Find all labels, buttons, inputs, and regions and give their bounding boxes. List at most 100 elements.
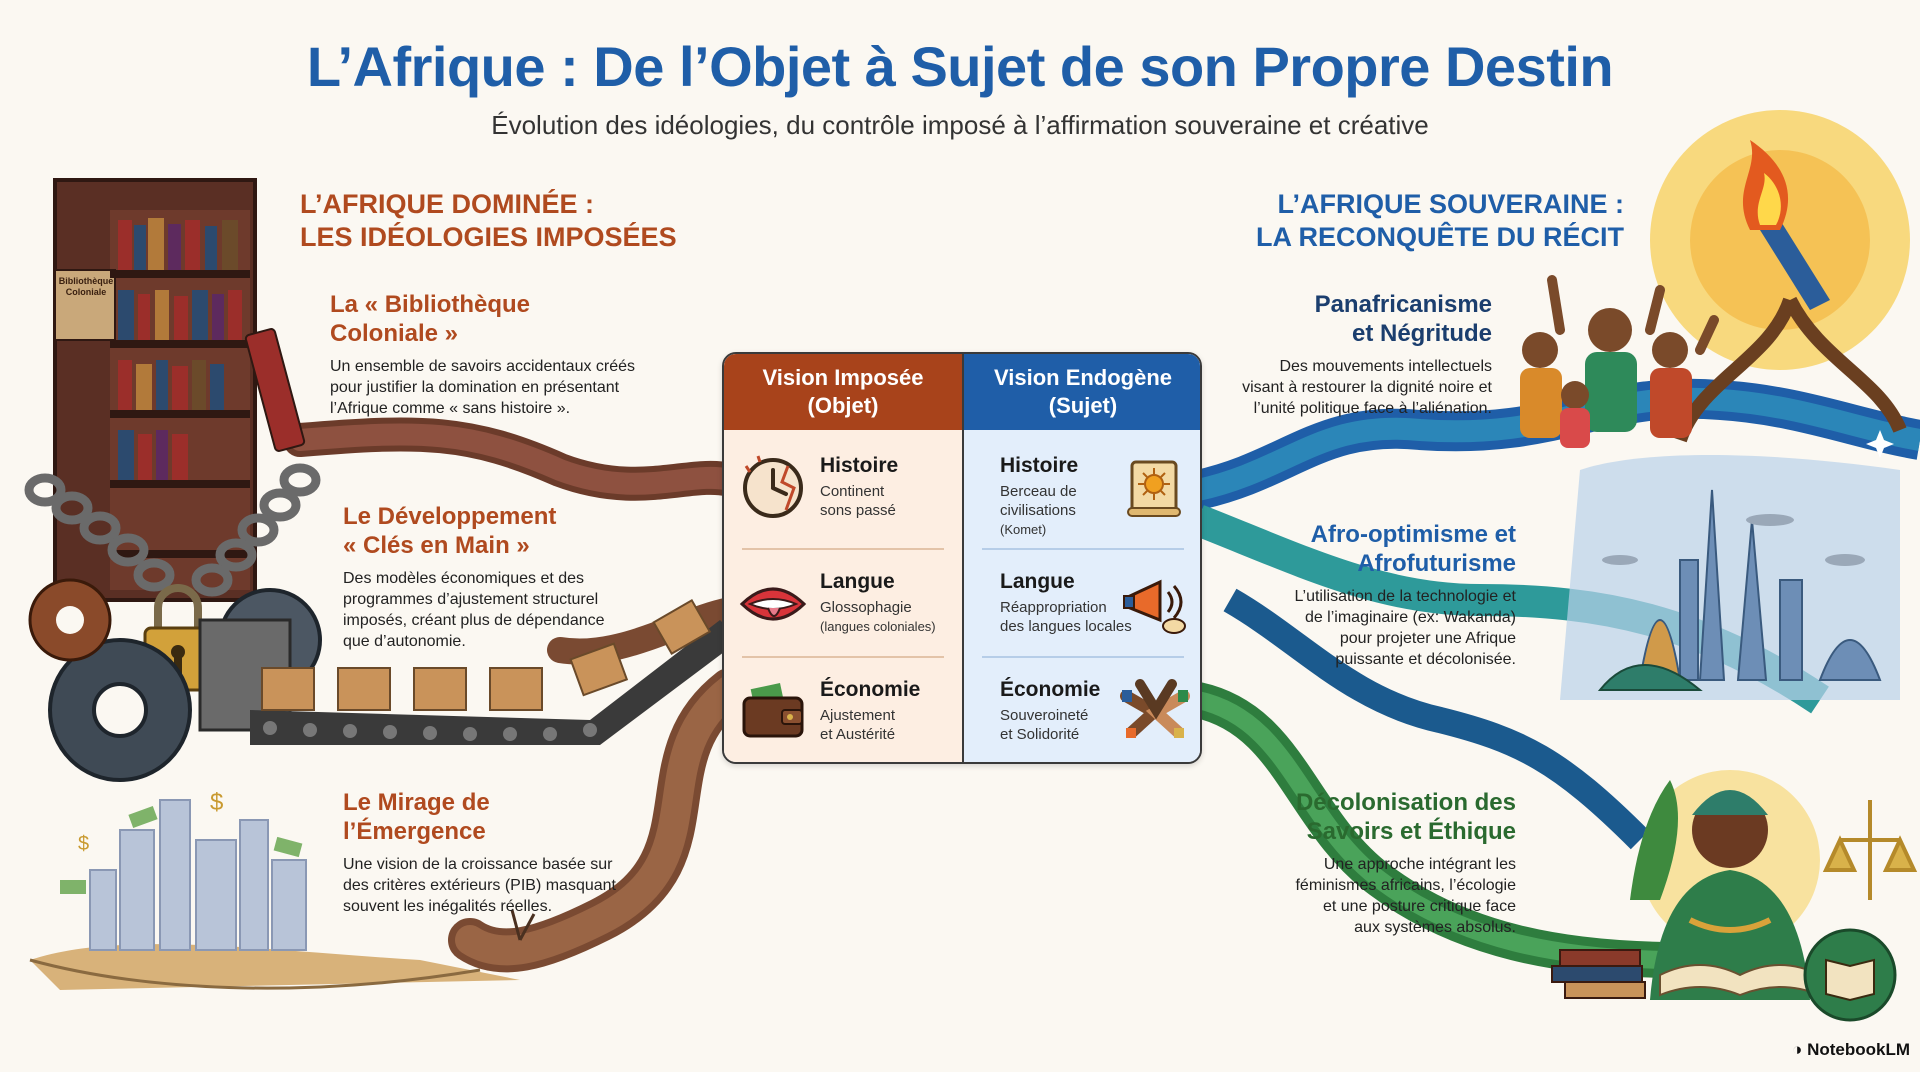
item-body-line: l’Afrique comme « sans histoire ». <box>330 400 571 417</box>
right-section-heading: L’AFRIQUE SOUVERAINE : LA RECONQUÊTE DU … <box>1256 188 1624 254</box>
notebooklm-logo-icon: ◑ <box>1792 1040 1808 1059</box>
mouth-icon <box>739 587 807 621</box>
empty-wallet-icon <box>742 683 804 738</box>
row-body-line: Réappropriation <box>1000 599 1107 616</box>
row-title: Langue <box>1000 570 1075 593</box>
row-title: Langue <box>820 570 895 593</box>
row-title: Histoire <box>820 454 899 477</box>
left-heading-line2: LES IDÉOLOGIES IMPOSÉES <box>300 222 677 252</box>
item-body-line: L’utilisation de la technologie et <box>1294 588 1517 605</box>
imposed-row-language: Langue Glossophagie (langues coloniales) <box>724 550 962 658</box>
endogenous-vision-header: Vision Endogène (Sujet) <box>964 354 1200 430</box>
row-body-line: et Solidorité <box>1000 726 1080 743</box>
endogenous-vision-column: Vision Endogène (Sujet) Histoire Berceau… <box>962 354 1200 762</box>
item-body-line: Une vision de la croissance basée sur <box>343 856 613 873</box>
item-title-line2: l’Émergence <box>343 818 486 845</box>
page-subtitle: Évolution des idéologies, du contrôle im… <box>491 110 1429 140</box>
item-title-line1: Panafricanisme <box>1314 291 1492 318</box>
header-line1: Vision Imposée <box>762 365 924 390</box>
conveyor-belt <box>198 599 740 745</box>
item-body-line: des critères extérieurs (PIB) masquant <box>343 877 616 894</box>
item-title-line1: Décolonisation des <box>1295 789 1516 816</box>
row-title: Économie <box>1000 678 1101 701</box>
row-body-line: et Austérité <box>820 726 896 743</box>
imposed-vision-column: Vision Imposée (Objet) Histoire Continen… <box>724 354 962 762</box>
item-body-line: et une posture critique face <box>1322 898 1516 915</box>
row-body-line: (Komet) <box>1000 522 1047 537</box>
item-body-line: que d’autonomie. <box>343 633 466 650</box>
item-title-line1: Le Développement <box>343 503 557 530</box>
row-body-line: Continent <box>820 483 885 500</box>
row-divider <box>742 548 944 550</box>
endogenous-row-history: Histoire Berceau de civilisations (Komet… <box>964 434 1200 542</box>
notebooklm-brand: ◑ NotebookLM <box>1792 1040 1910 1060</box>
item-title-line2: Savoirs et Éthique <box>1306 818 1516 845</box>
item-title-line1: Le Mirage de <box>343 789 490 816</box>
row-body-line: Glossophagie <box>820 599 912 616</box>
row-title: Histoire <box>1000 454 1079 477</box>
item-body-line: l’unité politique face à l’aliénation. <box>1253 400 1492 417</box>
item-title-line2: Afrofuturisme <box>1357 550 1516 577</box>
item-body-line: féminismes africains, l’écologie <box>1295 877 1516 894</box>
row-title: Économie <box>820 678 921 701</box>
broken-clock-icon <box>743 455 803 518</box>
left-section-heading: L’AFRIQUE DOMINÉE : LES IDÉOLOGIES IMPOS… <box>300 188 677 254</box>
megaphone-icon <box>1123 579 1186 634</box>
svg-text:$: $ <box>78 833 89 855</box>
item-body-line: visant à restourer la dignité noire et <box>1242 379 1492 396</box>
item-title-line2: et Négritude <box>1351 320 1492 347</box>
left-brown-streams <box>283 417 752 973</box>
item-body-line: Des modèles économiques et des <box>343 570 585 587</box>
item-turnkey-development: Le Développement« Clés en Main » Des mod… <box>343 502 673 652</box>
item-body-line: pour justifier la domination en présenta… <box>330 379 620 396</box>
imposed-row-economy: Économie Ajustement et Austérité <box>724 658 962 762</box>
colonial-bookshelf <box>53 178 306 602</box>
brand-name: NotebookLM <box>1807 1040 1910 1059</box>
item-body-line: aux systèmes absolus. <box>1354 919 1516 936</box>
torch-and-people <box>1520 110 1910 448</box>
row-body-line: civilisations <box>1000 502 1076 519</box>
afrofuturist-city <box>1560 430 1900 700</box>
chain-and-padlock <box>24 463 321 597</box>
item-body-line: souvent les inégalités réelles. <box>343 898 553 915</box>
item-body-line: pour projeter une Afrique <box>1339 630 1516 647</box>
right-heading-line1: L’AFRIQUE SOUVERAINE : <box>1277 189 1624 219</box>
row-divider <box>982 548 1184 550</box>
item-title-line1: Afro-optimisme et <box>1310 521 1516 548</box>
header-line2: (Objet) <box>807 393 879 418</box>
row-body-line: (langues coloniales) <box>820 619 936 634</box>
row-body-line: Ajustement <box>820 707 896 724</box>
item-title-line2: Coloniale » <box>330 320 459 347</box>
header-line1: Vision Endogène <box>993 365 1173 390</box>
item-body-line: puissante et décolonisée. <box>1335 651 1516 668</box>
item-body-line: de l’imaginaire (ex: Wakanda) <box>1304 609 1516 626</box>
row-divider <box>742 656 944 658</box>
imposed-row-history: Histoire Continent sons passé <box>724 434 962 542</box>
left-heading-line1: L’AFRIQUE DOMINÉE : <box>300 189 595 219</box>
bookshelf-label: Bibliothèque Coloniale <box>58 276 114 297</box>
joined-hands-icon <box>1120 679 1190 738</box>
right-heading-line2: LA RECONQUÊTE DU RÉCIT <box>1255 222 1624 252</box>
item-body-line: Une approche intégrant les <box>1323 856 1516 873</box>
imposed-vision-header: Vision Imposée (Objet) <box>724 354 962 430</box>
header-line2: (Sujet) <box>1048 393 1118 418</box>
row-body-line: des langues locales <box>1000 618 1132 635</box>
item-body-line: Un ensemble de savoirs accidentaux créés <box>330 358 636 375</box>
endogenous-row-language: Langue Réappropriation des langues local… <box>964 550 1200 658</box>
page-title: L’Afrique : De l’Objet à Sujet de son Pr… <box>306 35 1614 98</box>
item-body-line: programmes d’ajustement structurel <box>343 591 599 608</box>
mirage-city: $ $ <box>29 789 536 990</box>
item-title-line1: La « Bibliothèque <box>330 291 531 318</box>
comparison-table: Vision Imposée (Objet) Histoire Continen… <box>722 352 1202 764</box>
item-title-line2: « Clés en Main » <box>343 532 530 559</box>
row-divider <box>982 656 1184 658</box>
row-body-line: Souveroineté <box>1000 707 1089 724</box>
scroll-sun-icon <box>1127 460 1181 517</box>
endogenous-row-economy: Économie Souveroineté et Solidorité <box>964 658 1200 762</box>
